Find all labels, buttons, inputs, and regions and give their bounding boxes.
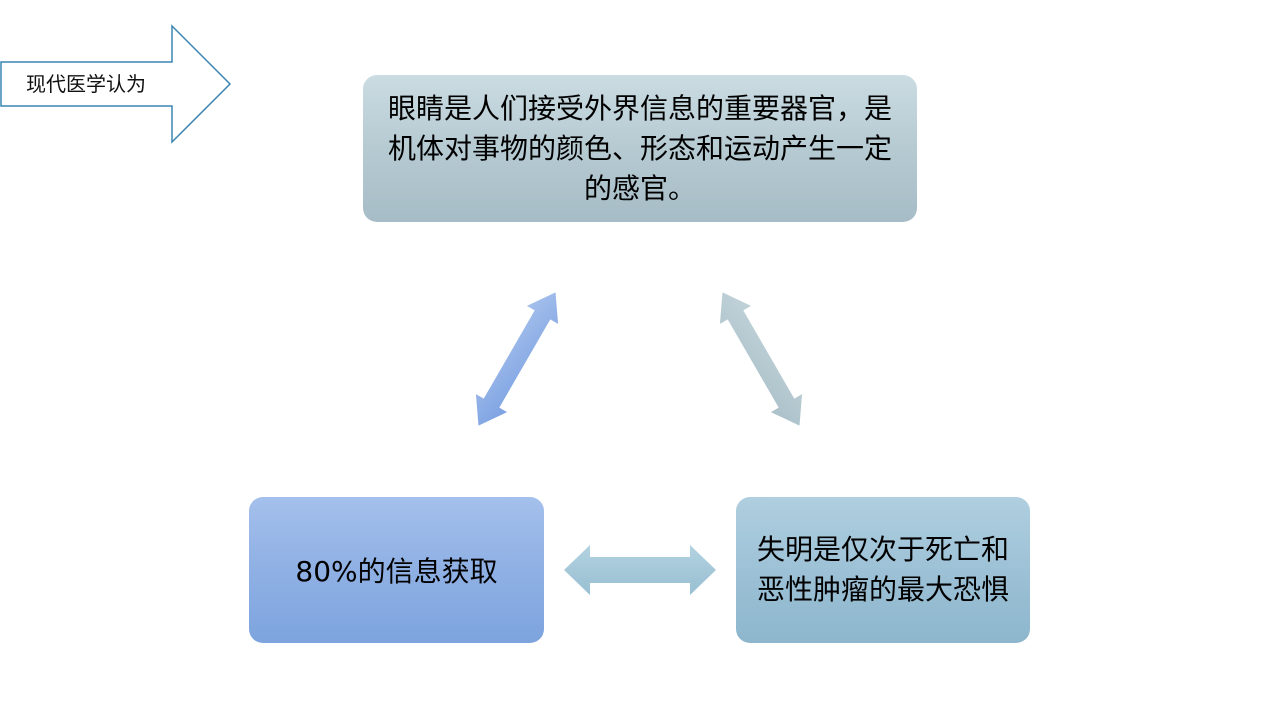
- node-right-box: 失明是仅次于死亡和恶性肿瘤的最大恐惧: [736, 497, 1030, 643]
- node-left-box: 80%的信息获取: [249, 497, 544, 643]
- banner-label: 现代医学认为: [26, 72, 146, 96]
- double-arrow-left: [475, 292, 559, 426]
- node-left-text: 80%的信息获取: [295, 555, 498, 588]
- node-top-box: 眼睛是人们接受外界信息的重要器官，是机体对事物的颜色、形态和运动产生一定的感官。: [363, 75, 917, 222]
- double-arrow-right: [719, 292, 803, 426]
- node-right-text: 失明是仅次于死亡和恶性肿瘤的最大恐惧: [756, 533, 1009, 606]
- double-arrow-bottom: [564, 545, 716, 595]
- node-top-text: 眼睛是人们接受外界信息的重要器官，是机体对事物的颜色、形态和运动产生一定的感官。: [387, 91, 892, 205]
- banner-arrow-shape: [0, 24, 232, 144]
